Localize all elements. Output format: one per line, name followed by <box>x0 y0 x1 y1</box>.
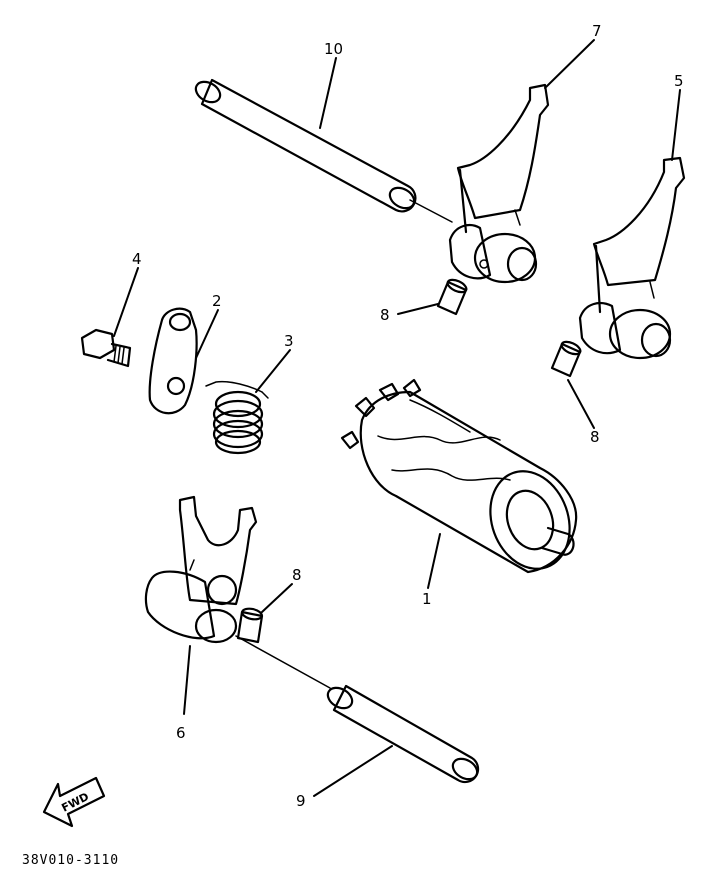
callout-3: 3 <box>284 332 294 350</box>
shift-fork-shaft-lower <box>326 684 480 784</box>
callout-10: 10 <box>324 40 343 58</box>
guide-pin-upper <box>436 278 468 316</box>
leader-9 <box>313 745 393 797</box>
bolt <box>80 328 132 368</box>
shift-fork-right <box>578 156 686 360</box>
callout-9: 9 <box>296 792 306 810</box>
leader-10 <box>319 57 337 129</box>
leader-8-right <box>567 379 595 429</box>
shaft-axis-line-upper <box>409 199 453 223</box>
callout-8-upper: 8 <box>380 306 390 324</box>
callout-4: 4 <box>132 250 142 268</box>
guide-pin-lower <box>236 607 264 644</box>
shift-fork-upper <box>448 83 550 284</box>
leader-5 <box>671 89 681 161</box>
shift-fork-lower <box>144 495 258 644</box>
leader-6 <box>183 645 191 715</box>
return-spring <box>205 380 269 455</box>
leader-8-lower <box>261 583 293 613</box>
fwd-arrow-icon: FWD <box>42 776 106 828</box>
shift-fork-shaft-upper <box>194 78 417 213</box>
shift-drum <box>340 378 578 574</box>
callout-6: 6 <box>176 724 186 742</box>
leader-8-upper <box>397 303 439 315</box>
callout-7: 7 <box>592 22 602 40</box>
callout-1: 1 <box>422 590 432 608</box>
shift-lever-plate <box>148 307 198 415</box>
callout-8-lower: 8 <box>292 566 302 584</box>
callout-8-right: 8 <box>590 428 600 446</box>
shaft-axis-line-lower <box>235 635 331 689</box>
leader-7 <box>544 39 595 89</box>
leader-4 <box>113 267 139 337</box>
leader-3 <box>255 349 291 393</box>
guide-pin-right <box>550 340 582 378</box>
diagram-code: 38V010-3110 <box>22 853 119 868</box>
leader-2 <box>195 309 219 359</box>
callout-2: 2 <box>212 292 222 310</box>
callout-5: 5 <box>674 72 684 90</box>
leader-1 <box>427 533 441 589</box>
